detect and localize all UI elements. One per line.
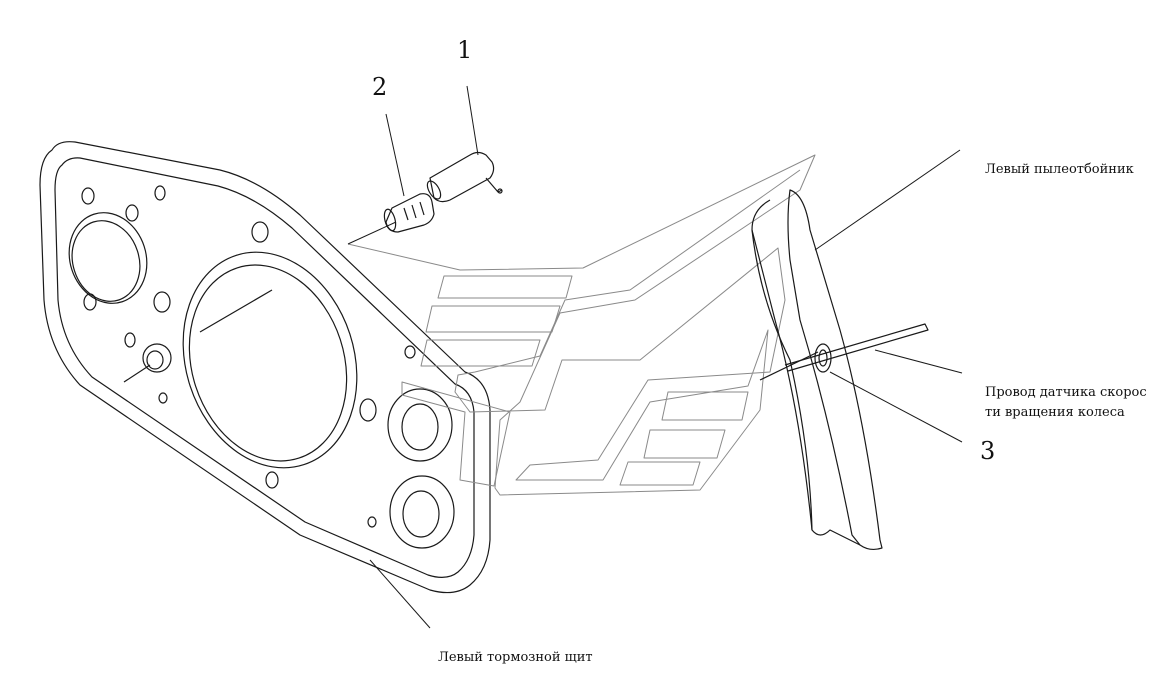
leader-lines [347, 85, 963, 629]
label-sensor-wire-line1: Провод датчика скорос [985, 385, 1147, 400]
callout-number-1: 1 [457, 36, 473, 64]
sensor-wire [784, 323, 929, 372]
label-dust-shield: Левый пылеотбойник [985, 162, 1134, 177]
callout-number-3: 3 [980, 437, 996, 465]
sleeve-part-2 [383, 193, 435, 233]
label-brake-shield: Левый тормозной щит [438, 650, 593, 665]
dust-shield-edge [751, 189, 883, 551]
callout-number-2: 2 [372, 73, 388, 101]
label-sensor-wire-line2: ти вращения колеса [985, 405, 1125, 420]
speed-sensor-part-1 [426, 151, 503, 203]
label-sensor-wire: Провод датчика скорос ти вращения колеса [985, 383, 1147, 423]
brake-shield-plate [39, 141, 491, 594]
dust-shield-ghost [347, 154, 816, 496]
